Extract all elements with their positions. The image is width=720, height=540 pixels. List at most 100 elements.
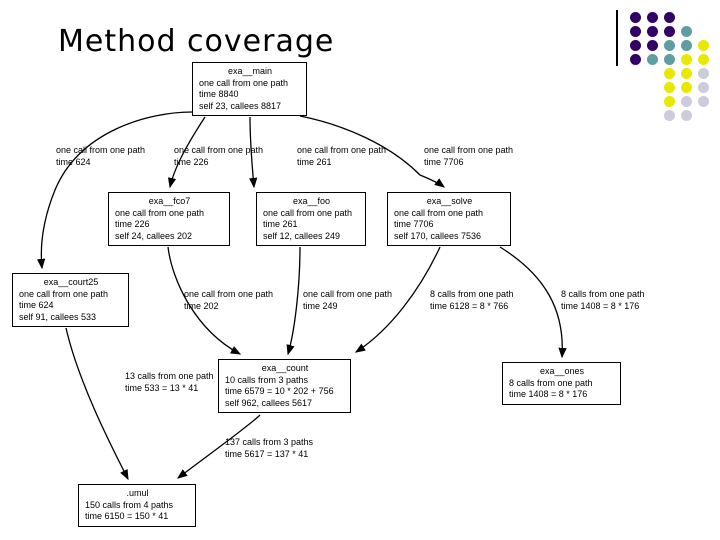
graph-node-detail-line: time 6579 = 10 * 202 + 756 (225, 386, 334, 396)
decoration-dot (647, 40, 658, 51)
graph-node-name: exa__ones (539, 366, 585, 376)
edge-label-line: 8 calls from one path (430, 289, 514, 299)
graph-node-detail-line: self 24, callees 202 (115, 230, 193, 241)
decoration-dot (664, 96, 675, 107)
graph-node-name: exa__count (261, 363, 309, 373)
edge-label-line: time 249 (303, 300, 338, 311)
decoration-dot (681, 54, 692, 65)
edge-solve-to-ones (499, 246, 567, 359)
decoration-dot (681, 82, 692, 93)
edge-count-to-umul (176, 414, 261, 479)
page-title: Method coverage (58, 24, 335, 59)
graph-node-detail-line: one call from one path (19, 288, 109, 299)
decoration-dot (664, 82, 675, 93)
graph-node-detail-line: time 226 (115, 219, 150, 229)
graph-node-detail-line: time 1408 = 8 * 176 (509, 389, 588, 399)
edge-foo-to-count (286, 246, 301, 356)
edge-foo7-to-count (167, 246, 242, 355)
decoration-dot (630, 54, 641, 65)
graph-node-detail-line: time 261 (263, 219, 298, 229)
decoration-dot (698, 40, 709, 51)
decoration-dot (647, 26, 658, 37)
edge-label-line: time 1408 = 8 * 176 (561, 300, 640, 311)
decoration-dot (698, 54, 709, 65)
graph-node-detail-line: time 624 (19, 300, 54, 310)
graph-node-name: exa__fco7 (148, 196, 191, 206)
edge-main-to-solve (299, 115, 446, 188)
decoration-dot (664, 54, 675, 65)
decoration-vertical-bar (616, 10, 618, 66)
graph-node-detail-line: 8 calls from one path (509, 377, 593, 388)
decoration-dot (664, 12, 675, 23)
edge-label-line: time 5617 = 137 * 41 (225, 448, 309, 459)
graph-node-detail-line: time 6150 = 150 * 41 (85, 511, 169, 521)
edge-label-line: time 7706 (424, 156, 464, 167)
graph-node-name: exa__main (227, 66, 273, 76)
decoration-dot (681, 96, 692, 107)
graph-node-detail-line: self 962, callees 5617 (225, 397, 313, 408)
edge-main-to-count25 (36, 111, 193, 270)
decoration-dot (630, 40, 641, 51)
graph-node-detail-line: one call from one path (115, 207, 205, 218)
edge-label-line: time 261 (297, 156, 332, 167)
edge-label-line: 137 calls from 3 paths (225, 437, 314, 447)
edge-label-line: one call from one path (56, 145, 146, 155)
decoration-dot (664, 26, 675, 37)
edge-solve-to-count (354, 246, 441, 353)
dot-grid-decoration (616, 6, 720, 124)
graph-node-detail-line: time 7706 (394, 219, 434, 229)
edge-main-to-foo7 (167, 116, 206, 189)
decoration-dot (681, 110, 692, 121)
decoration-dot (681, 26, 692, 37)
edge-label-line: 13 calls from one path (125, 371, 214, 381)
graph-node-detail-line: one call from one path (394, 207, 484, 218)
edge-label-line: one call from one path (184, 289, 274, 299)
decoration-dot (647, 12, 658, 23)
edge-count25-to-umul (65, 327, 129, 481)
graph-node-detail-line: time 8840 (199, 89, 239, 99)
decoration-dot (630, 26, 641, 37)
graph-node-name: exa__foo (292, 196, 331, 206)
decoration-dot (681, 68, 692, 79)
decoration-dot (698, 96, 709, 107)
graph-node-detail-line: 150 calls from 4 paths (85, 499, 174, 510)
graph-node-detail-line: one call from one path (263, 207, 353, 218)
graph-node-detail-line: self 170, callees 7536 (394, 230, 482, 241)
graph-node-detail-line: 10 calls from 3 paths (225, 374, 309, 385)
graph-node-detail-line: self 23, callees 8817 (199, 100, 282, 111)
edge-label-line: one call from one path (174, 145, 264, 155)
graph-node-name: exa__court25 (43, 277, 99, 287)
edge-label-line: time 226 (174, 156, 209, 167)
decoration-dot (664, 68, 675, 79)
edge-label-line: time 6128 = 8 * 766 (430, 300, 509, 311)
edge-label-line: one call from one path (303, 289, 393, 299)
graph-node-detail-line: one call from one path (199, 77, 289, 88)
graph-node-detail-line: self 12, callees 249 (263, 230, 341, 241)
edge-label-line: one call from one path (297, 145, 387, 155)
decoration-dot (681, 40, 692, 51)
decoration-dot (664, 110, 675, 121)
graph-node-detail-line: self 91, callees 533 (19, 311, 97, 322)
decoration-dot (630, 12, 641, 23)
edge-label-line: time 533 = 13 * 41 (125, 382, 199, 393)
